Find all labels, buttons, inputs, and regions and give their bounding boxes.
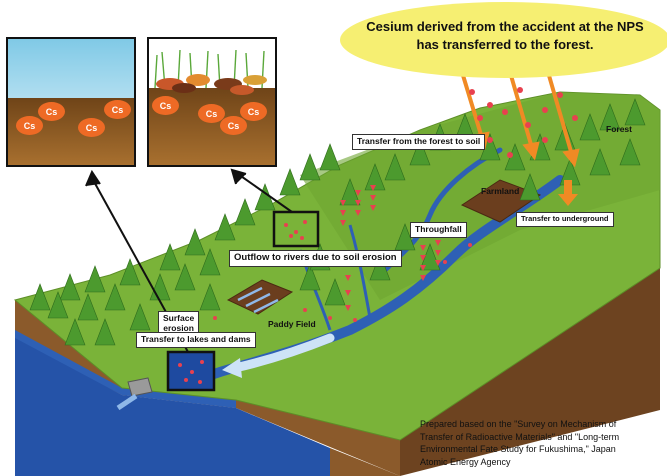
label-transfer-forest-soil: Transfer from the forest to soil bbox=[352, 134, 486, 150]
farmland-plot bbox=[460, 179, 542, 223]
highlight-box-soil-dots bbox=[284, 220, 307, 240]
cs-particle: Cs bbox=[152, 96, 179, 115]
fallout-particles bbox=[469, 87, 578, 158]
lake-water bbox=[15, 330, 236, 408]
paddy-field-arrows bbox=[237, 286, 279, 314]
highlight-box-lake-dots bbox=[178, 360, 204, 384]
citation-line3: Environmental Fate Study for Fukushima,"… bbox=[420, 444, 616, 455]
label-paddy-field: Paddy Field bbox=[268, 319, 316, 329]
highlight-box-soil bbox=[272, 210, 320, 248]
bedrock bbox=[330, 448, 400, 476]
headline-line2: has transferred to the forest. bbox=[416, 36, 594, 52]
label-transfer-lakes: Transfer to lakes and dams bbox=[136, 332, 256, 348]
label-transfer-underground: Transfer to underground bbox=[516, 212, 614, 227]
label-throughfall: Throughfall bbox=[410, 222, 467, 238]
cs-particle: Cs bbox=[104, 100, 131, 119]
dam bbox=[127, 377, 153, 397]
cs-particle: Cs bbox=[198, 104, 225, 123]
cs-particle: Cs bbox=[38, 102, 65, 121]
cs-particle: Cs bbox=[16, 116, 43, 135]
citation-line1: Prepared based on the "Survey on Mechani… bbox=[420, 419, 617, 429]
erosion-flow-arrow bbox=[230, 333, 335, 373]
label-surface-erosion-line1: Surface bbox=[163, 313, 195, 323]
label-surface-erosion-line2: erosion bbox=[163, 322, 194, 333]
label-farmland: Farmland bbox=[481, 186, 520, 196]
headline-text: Cesium derived from the accident at the … bbox=[352, 18, 658, 53]
dam-outflow-arrow bbox=[116, 393, 138, 411]
cs-particle: Cs bbox=[78, 118, 105, 137]
cs-particle: Cs bbox=[220, 116, 247, 135]
forest-trees bbox=[29, 98, 646, 346]
paddy-field-plot bbox=[226, 279, 294, 315]
underground-arrow bbox=[558, 180, 578, 206]
cs-particle: Cs bbox=[240, 102, 267, 121]
citation-line2: Transfer of Radioactive Materials" and "… bbox=[420, 431, 620, 442]
soil-right-face bbox=[400, 268, 660, 476]
label-outflow-rivers: Outflow to rivers due to soil erosion bbox=[229, 250, 402, 267]
particle-arrows bbox=[340, 185, 441, 311]
headline-callout bbox=[340, 2, 667, 78]
citation-line4: Atomic Energy Agency bbox=[420, 456, 511, 467]
lake-body bbox=[15, 338, 330, 476]
river-stream-mid bbox=[348, 224, 372, 319]
label-forest: Forest bbox=[606, 124, 632, 134]
citation: Prepared based on the "Survey on Mechani… bbox=[420, 418, 665, 468]
headline-line1: Cesium derived from the accident at the … bbox=[366, 19, 644, 34]
